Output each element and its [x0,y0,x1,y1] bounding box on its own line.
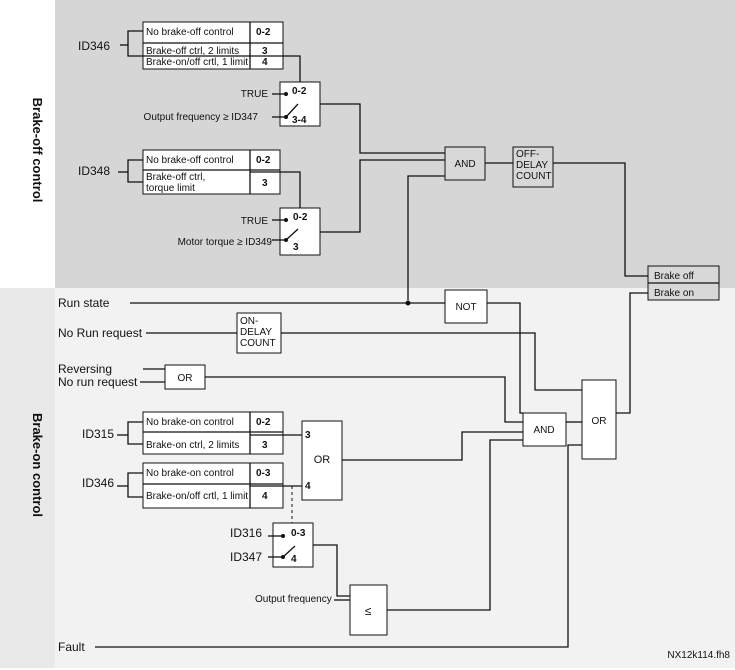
id346-bottom-row1-value: 0-3 [256,468,271,479]
or-gate-small-label: OR [178,373,193,384]
id346-top-row1-label: No brake-off control [146,27,234,38]
brake-off-output: Brake off [654,271,694,282]
section-title-brake-off: Brake-off control [30,98,45,203]
or-gate-right [581,379,617,460]
not-gate-label: NOT [455,302,476,313]
id346-bottom-label: ID346 [82,476,114,490]
or-gate-right-label: OR [592,416,607,427]
id346-bottom-row2-label: Brake-on/off crtl, 1 limit [146,491,248,502]
signal-output-frequency: Output frequency [255,594,332,605]
or-gate-mid-label: OR [314,454,331,466]
or-gate-mid [301,420,343,501]
id315-row1-value: 0-2 [256,417,271,428]
signal-fault: Fault [58,640,85,654]
switch2-input-true: TRUE [241,216,269,227]
switch1-input-bottom: Output frequency ≥ ID347 [144,112,259,123]
id348-label: ID348 [78,164,110,178]
id346-top-row3-value: 4 [262,57,268,68]
and-gate-bottom [522,412,567,447]
section-title-brake-on: Brake-on control [30,413,45,517]
brake-on-side-panel [0,288,55,668]
id315-row2-label: Brake-on ctrl, 2 limits [146,440,239,451]
id348-row2-label: Brake-off ctrl, [146,172,205,183]
id346-bottom-row2-value: 4 [262,491,268,502]
on-delay-count [236,312,282,354]
id315-table [142,411,284,455]
id346-top-label: ID346 [78,39,110,53]
or-gate-small [164,364,206,390]
id348-row2-label2: torque limit [146,183,195,194]
or-gate-mid-input4: 4 [305,481,311,492]
switch2-input-bottom: Motor torque ≥ ID349 [178,237,273,248]
id348-row1-value: 0-2 [256,155,271,166]
switch2-block [279,207,321,256]
comparator-block [349,584,388,636]
id346-top-row3-label: Brake-on/off crtl, 1 limit [146,57,248,68]
id315-row2-value: 3 [262,440,268,451]
switch3-input-id316: ID316 [230,526,262,540]
and-gate-top [444,146,486,181]
id346-top-table [142,21,284,70]
comparator-label: ≤ [365,604,372,618]
id315-row1-label: No brake-on control [146,417,234,428]
signal-no-run-request-2: No run request [58,375,138,389]
id348-row2-value: 3 [262,178,268,189]
id315-label: ID315 [82,427,114,441]
and-gate-top-label: AND [454,159,475,170]
off-delay-count [512,146,554,188]
and-gate-bottom-label: AND [533,425,554,436]
off-delay-line3: COUNT [516,171,552,182]
id348-row1-label: No brake-off control [146,155,234,166]
id346-top-row2-label: Brake-off ctrl, 2 limits [146,46,239,57]
figure-id: NX12k114.fh8 [667,650,730,661]
switch2-top: 0-2 [293,212,308,223]
switch3-input-id347: ID347 [230,550,262,564]
id346-top-row2-value: 3 [262,46,268,57]
off-delay-line1: OFF- [516,149,539,160]
off-delay-line2: DELAY [516,160,548,171]
or-gate-mid-input3: 3 [305,430,311,441]
on-delay-line2: DELAY [240,327,272,338]
on-delay-line1: ON- [240,316,258,327]
id346-top-row1-value: 0-2 [256,27,271,38]
switch2-bottom: 3 [293,242,299,253]
signal-reversing: Reversing [58,362,112,376]
brake-on-output: Brake on [654,288,694,299]
switch3-bottom: 4 [291,554,297,565]
on-delay-line3: COUNT [240,338,276,349]
switch1-bottom: 3-4 [292,115,307,126]
id346-bottom-row1-label: No brake-on control [146,468,234,479]
not-gate [444,289,488,324]
signal-run-state: Run state [58,296,110,310]
switch3-top: 0-3 [291,528,306,539]
switch1-top: 0-2 [292,86,307,97]
switch1-input-true: TRUE [241,89,269,100]
signal-no-run-request: No Run request [58,326,143,340]
